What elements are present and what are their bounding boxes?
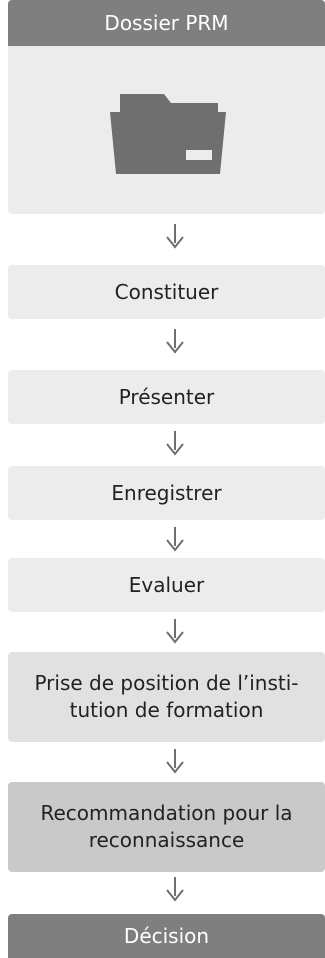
step-label: Décision [123,923,210,948]
step-recommandation: Recommandation pour la reconnaissance [8,782,325,872]
step-constituer: Constituer [8,265,325,319]
down-arrow-icon [166,619,184,644]
step-decision: Décision [8,914,325,958]
step-evaluer: Evaluer [8,558,325,612]
step-prise-de-position: Prise de position de l’insti-tution de f… [8,652,325,742]
dossier-prm-card: Dossier PRM [8,0,325,214]
step-label: Prise de position de l’insti-tution de f… [34,671,299,722]
down-arrow-icon [166,329,184,354]
folder-icon [106,84,230,178]
down-arrow-icon [166,749,184,774]
down-arrow-icon [166,431,184,456]
step-label: Enregistrer [111,480,222,505]
down-arrow-icon [166,527,184,552]
step-label: Présenter [118,384,215,409]
down-arrow-icon [166,877,184,902]
down-arrow-icon [166,224,184,249]
dossier-title: Dossier PRM [8,0,325,46]
step-presenter: Présenter [8,370,325,424]
step-label: Evaluer [128,572,205,597]
step-label: Constituer [114,279,219,304]
step-enregistrer: Enregistrer [8,466,325,520]
step-label: Recommandation pour la reconnaissance [40,801,293,852]
